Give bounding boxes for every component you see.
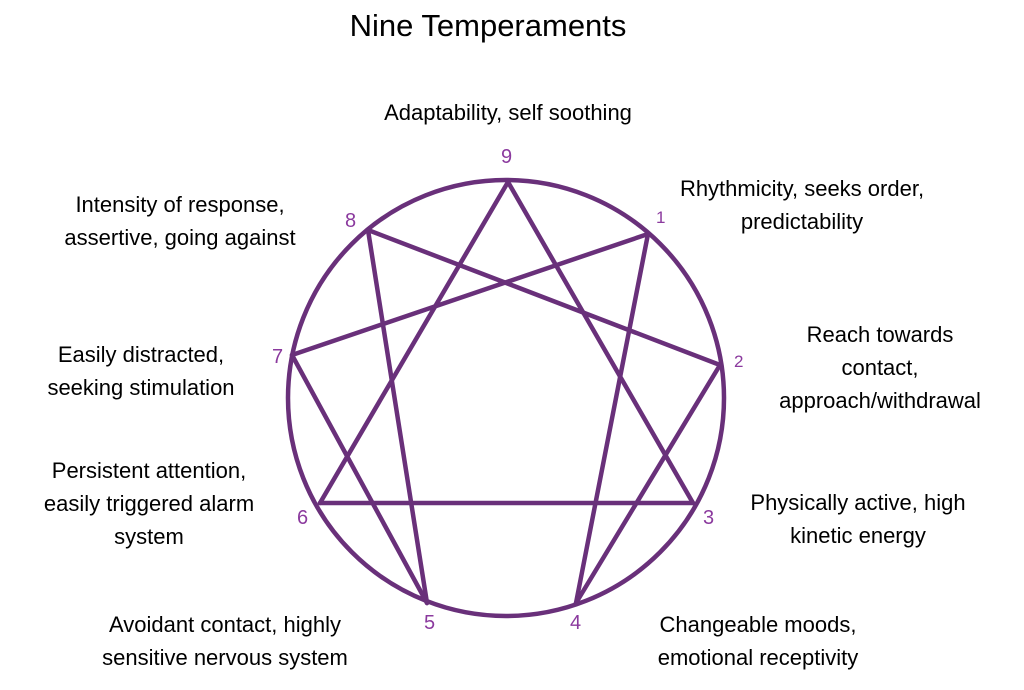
label-8: Intensity of response, assertive, going … xyxy=(64,192,296,250)
label-5: Avoidant contact, highly sensitive nervo… xyxy=(102,612,348,670)
connection-2-8 xyxy=(365,227,723,368)
point-number-3: 3 xyxy=(703,507,715,529)
point-number-2: 2 xyxy=(734,352,744,371)
point-number-9: 9 xyxy=(501,146,513,168)
label-2: Reach towards contact, approach/withdraw… xyxy=(779,322,981,413)
connection-8-5 xyxy=(365,227,430,606)
label-1: Rhythmicity, seeks order, predictability xyxy=(679,176,925,234)
connection-4-2 xyxy=(573,362,723,606)
point-number-8: 8 xyxy=(345,210,357,232)
label-3: Physically active, high kinetic energy xyxy=(750,490,966,548)
label-6: Persistent attention, easily triggered a… xyxy=(43,458,255,549)
label-9: Adaptability, self soothing xyxy=(384,100,632,125)
connection-1-4 xyxy=(573,231,651,606)
label-7: Easily distracted, seeking stimulation xyxy=(47,342,235,400)
connection-6-9 xyxy=(317,179,511,506)
connection-9-3 xyxy=(505,179,696,506)
connection-5-7 xyxy=(289,352,430,606)
point-number-4: 4 xyxy=(570,612,582,634)
point-number-5: 5 xyxy=(424,612,436,634)
connection-7-1 xyxy=(289,231,651,358)
point-number-1: 1 xyxy=(656,208,666,227)
diagram-title: Nine Temperaments xyxy=(349,8,627,43)
point-number-7: 7 xyxy=(272,346,284,368)
label-4: Changeable moods, emotional receptivity xyxy=(657,612,859,670)
outer-circle xyxy=(285,177,727,619)
point-number-6: 6 xyxy=(297,507,309,529)
